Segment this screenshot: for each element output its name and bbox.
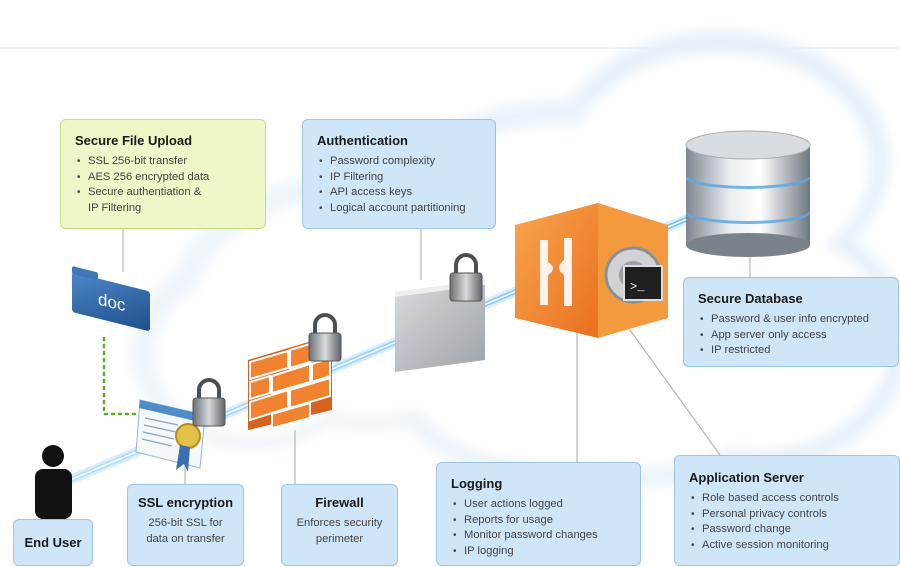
doc-folder-icon: doc bbox=[72, 266, 150, 331]
list-item: Logical account partitioning bbox=[317, 201, 481, 217]
ssl-encryption-desc: 256-bit SSL for data on transfer bbox=[134, 516, 237, 547]
list-item: User actions logged bbox=[451, 497, 626, 513]
secure-file-upload-box: Secure File Upload SSL 256-bit transfer … bbox=[60, 119, 266, 229]
application-server-box: Application Server Role based access con… bbox=[674, 455, 900, 566]
database-icon bbox=[685, 130, 811, 257]
application-server-title: Application Server bbox=[689, 470, 804, 485]
authentication-list: Password complexity IP Filtering API acc… bbox=[317, 154, 481, 216]
firewall-desc-line: Enforces security bbox=[296, 517, 383, 529]
list-item-continuation: IP Filtering bbox=[88, 201, 142, 214]
secure-database-title: Secure Database bbox=[698, 291, 803, 306]
authentication-box: Authentication Password complexity IP Fi… bbox=[302, 119, 496, 229]
list-item: Role based access controls bbox=[689, 491, 885, 507]
lock-icon bbox=[449, 253, 483, 302]
connector-lines bbox=[122, 229, 751, 484]
lock-icon bbox=[308, 313, 342, 362]
list-item: Monitor password changes bbox=[451, 528, 626, 544]
list-item: Personal privacy controls bbox=[689, 507, 885, 523]
logging-title: Logging bbox=[451, 476, 503, 491]
authentication-title: Authentication bbox=[317, 133, 408, 148]
list-item: Password complexity bbox=[317, 154, 481, 170]
list-item: API access keys bbox=[317, 185, 481, 201]
logging-box: Logging User actions logged Reports for … bbox=[436, 462, 641, 566]
firewall-desc: Enforces security perimeter bbox=[288, 516, 391, 547]
secure-file-upload-list: SSL 256-bit transfer AES 256 encrypted d… bbox=[75, 154, 251, 216]
list-item: Active session monitoring bbox=[689, 538, 885, 554]
ssl-desc-line: 256-bit SSL for bbox=[148, 517, 223, 529]
secure-file-upload-title: Secure File Upload bbox=[75, 133, 193, 148]
list-item: IP restricted bbox=[698, 343, 884, 359]
application-server-icon: >_ bbox=[515, 203, 668, 338]
secure-database-list: Password & user info encrypted App serve… bbox=[698, 312, 884, 359]
secure-database-box: Secure Database Password & user info enc… bbox=[683, 277, 899, 367]
list-item: App server only access bbox=[698, 328, 884, 344]
firewall-desc-line: perimeter bbox=[315, 532, 364, 545]
list-item: IP Filtering bbox=[317, 170, 481, 186]
list-item: SSL 256-bit transfer bbox=[75, 154, 251, 170]
end-user-box: End User bbox=[13, 519, 93, 566]
list-item: AES 256 encrypted data bbox=[75, 170, 251, 186]
ssl-encryption-box: SSL encryption 256-bit SSL for data on t… bbox=[127, 484, 244, 566]
application-server-list: Role based access controls Personal priv… bbox=[689, 491, 885, 553]
ssl-desc-line: data on transfer bbox=[146, 532, 225, 545]
firewall-title: Firewall bbox=[315, 495, 364, 510]
upload-path bbox=[102, 336, 152, 416]
lock-icon bbox=[192, 378, 226, 427]
firewall-box: Firewall Enforces security perimeter bbox=[281, 484, 398, 566]
ssl-encryption-title: SSL encryption bbox=[137, 495, 234, 510]
logging-list: User actions logged Reports for usage Mo… bbox=[451, 497, 626, 559]
list-item: Secure authentiation & bbox=[75, 185, 251, 201]
end-user-label: End User bbox=[24, 535, 82, 550]
list-item: Password & user info encrypted bbox=[698, 312, 884, 328]
svg-text:>_: >_ bbox=[630, 280, 645, 294]
list-item: IP logging bbox=[451, 544, 626, 560]
list-item: Password change bbox=[689, 522, 885, 538]
list-item: Reports for usage bbox=[451, 513, 626, 529]
ssl-certificate-icon bbox=[135, 399, 206, 472]
